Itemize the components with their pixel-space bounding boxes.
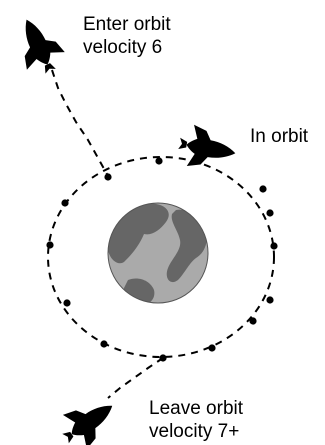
orbit-marker	[208, 344, 216, 352]
exit-trajectory	[107, 357, 164, 399]
orbit-marker	[266, 209, 274, 217]
entry-trajectory	[51, 69, 109, 177]
orbit-marker	[104, 173, 112, 181]
orbit-marker	[259, 185, 267, 193]
orbit-marker	[270, 242, 278, 250]
orbit-marker	[266, 296, 274, 304]
orbit-marker	[63, 299, 71, 307]
leave-orbit-label: Leave orbit velocity 7+	[149, 397, 243, 443]
ship-outgoing-icon	[53, 388, 125, 445]
orbit-marker	[155, 157, 163, 165]
orbit-path	[47, 156, 275, 358]
leave-orbit-line-2: velocity 7+	[149, 421, 240, 442]
orbit-marker	[46, 241, 54, 249]
enter-orbit-label: Enter orbit velocity 6	[83, 13, 171, 59]
ship-incoming-icon	[7, 10, 70, 81]
leave-orbit-line-1: Leave orbit	[149, 398, 244, 419]
orbit-marker	[249, 317, 257, 325]
enter-orbit-line-2: velocity 6	[83, 37, 163, 58]
enter-orbit-line-1: Enter orbit	[83, 14, 171, 35]
orbit-marker	[100, 340, 108, 348]
planet-icon	[107, 202, 209, 304]
orbit-marker	[61, 199, 69, 207]
in-orbit-label: In orbit	[250, 125, 308, 148]
in-orbit-text: In orbit	[250, 126, 309, 147]
